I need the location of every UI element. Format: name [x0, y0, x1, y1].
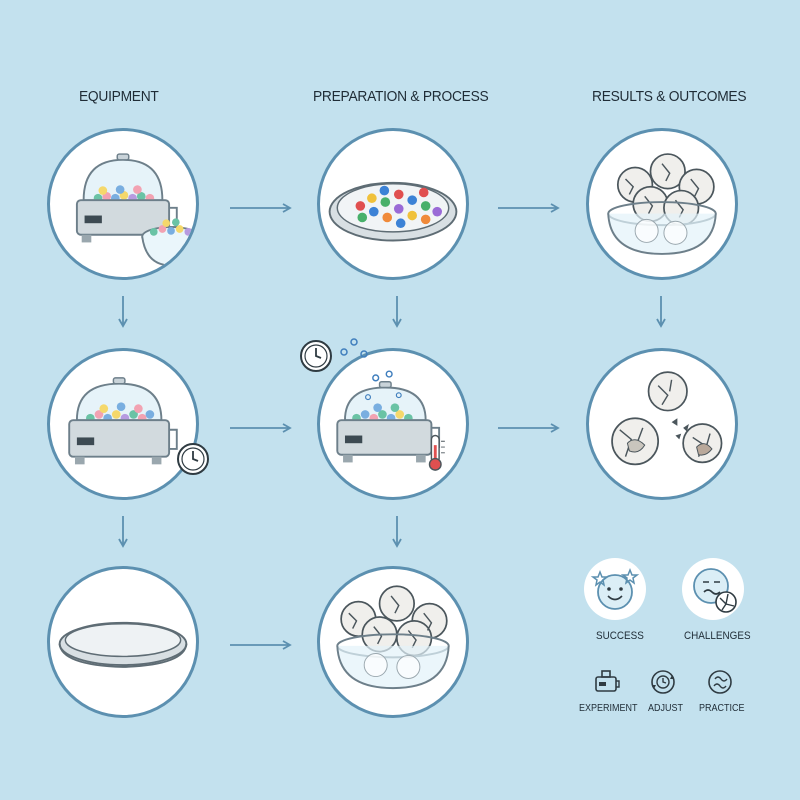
heading-preparation-process: PREPARATION & PROCESS [313, 88, 489, 105]
challenges-icon [682, 558, 744, 620]
node-cracked-balls [586, 348, 738, 500]
node-cracked-balls-bowl [586, 128, 738, 280]
experiment-label: EXPERIMENT [579, 703, 638, 714]
experiment-machine-icon [595, 670, 620, 692]
node-popcorn-machine [47, 128, 199, 280]
node-machine-heating [317, 348, 469, 500]
heading-equipment: EQUIPMENT [79, 88, 159, 105]
adjust-label: ADJUST [648, 703, 684, 714]
practice-label: PRACTICE [699, 703, 745, 714]
node-candy-tray [317, 128, 469, 280]
challenges-label: CHALLENGES [684, 630, 751, 642]
heading-results-outcomes: RESULTS & OUTCOMES [592, 88, 747, 105]
adjust-cycle-icon [651, 670, 675, 694]
success-icon [584, 558, 646, 620]
prep-clock-icon [300, 340, 332, 372]
timer-clock-icon [177, 443, 209, 475]
success-label: SUCCESS [596, 630, 644, 642]
node-final-bowl [317, 566, 469, 718]
practice-brain-icon [708, 670, 732, 694]
node-empty-tray [47, 566, 199, 718]
node-popcorn-machine-timer [47, 348, 199, 500]
steam-bubbles [340, 338, 368, 358]
thermometer-icon [428, 434, 445, 471]
